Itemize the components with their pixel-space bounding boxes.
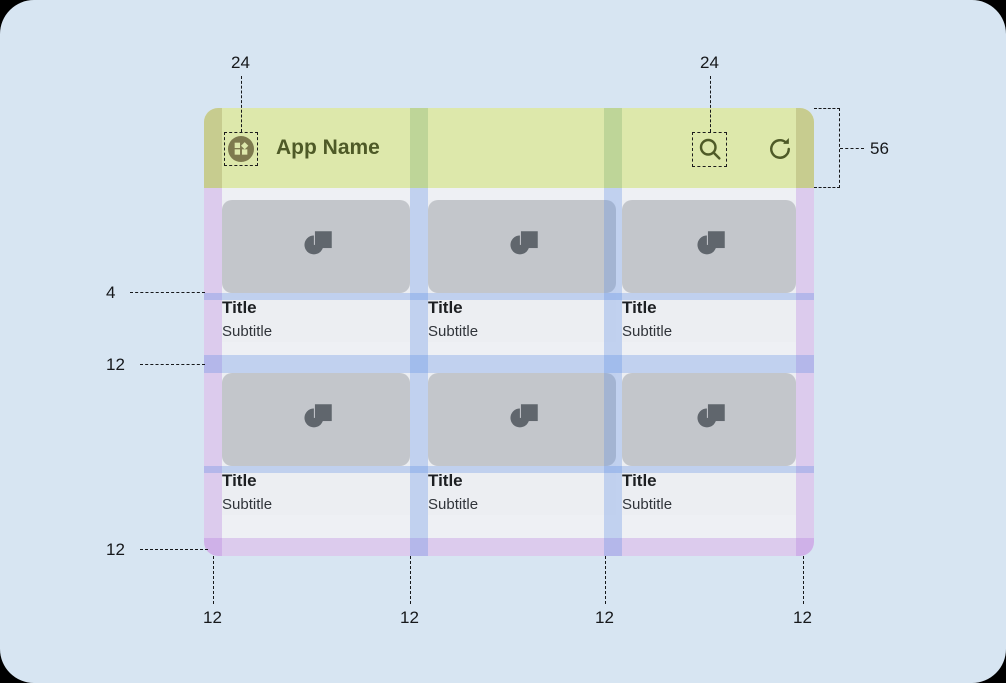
- card-text: Title Subtitle: [622, 297, 796, 343]
- gutter-2-overlay: [604, 188, 622, 556]
- gutter-1-overlay: [410, 188, 428, 556]
- card-subtitle: Subtitle: [222, 496, 273, 513]
- leader-gutter-mid-1: [410, 556, 411, 604]
- card-image: [622, 373, 796, 466]
- app-title: App Name: [276, 136, 380, 159]
- card-grid: Title Subtitle Title Subtitle: [204, 188, 814, 556]
- image-placeholder-icon: [304, 403, 332, 427]
- leader-gutter-left: [213, 556, 214, 604]
- card-text: Title Subtitle: [222, 297, 410, 343]
- padding-right-overlay: [796, 188, 814, 556]
- widgets-icon: [234, 142, 249, 155]
- card-image: [222, 373, 410, 466]
- leader-row-gap: [140, 364, 205, 365]
- annotation-menu-target: 24: [231, 53, 250, 72]
- refresh-icon: [770, 138, 790, 159]
- card-title: Title: [222, 298, 257, 317]
- card-title: Title: [222, 471, 257, 490]
- refresh-button[interactable]: [766, 135, 794, 163]
- list-item[interactable]: Title Subtitle: [222, 200, 410, 342]
- image-placeholder-icon: [697, 403, 725, 427]
- device-frame: App Name: [204, 108, 814, 556]
- card-image: [222, 200, 410, 293]
- list-item[interactable]: Title Subtitle: [622, 373, 796, 515]
- card-title: Title: [622, 471, 657, 490]
- image-title-gap-overlay-row1: [204, 293, 814, 300]
- card-subtitle: Subtitle: [428, 496, 479, 513]
- annotation-gutter-mid-1: 12: [400, 608, 419, 627]
- annotation-bottom-padding: 12: [106, 540, 125, 559]
- image-placeholder-icon: [697, 230, 725, 254]
- card-text: Title Subtitle: [428, 470, 616, 516]
- card-title: Title: [428, 471, 463, 490]
- annotation-image-title-gap: 4: [106, 283, 116, 302]
- annotation-appbar-height: 56: [870, 139, 889, 158]
- image-title-gap-overlay-row2: [204, 466, 814, 473]
- appbar-padding-left-overlay: [204, 108, 222, 188]
- card-text: Title Subtitle: [622, 470, 796, 516]
- image-placeholder-icon: [304, 230, 332, 254]
- leader-bottom-padding: [140, 549, 208, 550]
- leader-image-title-gap: [130, 292, 205, 293]
- image-placeholder-icon: [510, 403, 538, 427]
- card-image: [428, 373, 616, 466]
- card-title: Title: [428, 298, 463, 317]
- card-title: Title: [622, 298, 657, 317]
- list-item[interactable]: Title Subtitle: [428, 373, 616, 515]
- card-subtitle: Subtitle: [222, 323, 273, 340]
- card-subtitle: Subtitle: [622, 496, 673, 513]
- search-icon: [699, 138, 721, 160]
- leader-gutter-mid-2: [605, 556, 606, 604]
- annotation-gutter-right: 12: [793, 608, 812, 627]
- leader-search-target: [710, 76, 711, 132]
- card-subtitle: Subtitle: [622, 323, 673, 340]
- app-bar: App Name: [204, 108, 814, 188]
- leader-appbar-height: [840, 148, 864, 149]
- list-item[interactable]: Title Subtitle: [622, 200, 796, 342]
- card-text: Title Subtitle: [428, 297, 616, 343]
- list-item[interactable]: Title Subtitle: [222, 373, 410, 515]
- padding-bottom-overlay: [204, 538, 814, 556]
- annotation-gutter-left: 12: [203, 608, 222, 627]
- appbar-gutter-1-overlay: [410, 108, 428, 188]
- annotation-search-target: 24: [700, 53, 719, 72]
- annotation-row-gap: 12: [106, 355, 125, 374]
- leader-menu-target: [241, 76, 242, 132]
- card-image: [428, 200, 616, 293]
- padding-left-overlay: [204, 188, 222, 556]
- card-subtitle: Subtitle: [428, 323, 479, 340]
- card-text: Title Subtitle: [222, 470, 410, 516]
- row-gap-overlay: [204, 355, 814, 373]
- search-touch-target-box: [692, 132, 727, 167]
- appbar-gutter-2-overlay: [604, 108, 622, 188]
- menu-button[interactable]: [228, 136, 254, 162]
- dimension-bracket-appbar-height: [814, 108, 840, 188]
- search-button[interactable]: [696, 135, 724, 163]
- appbar-padding-right-overlay: [796, 108, 814, 188]
- list-item[interactable]: Title Subtitle: [428, 200, 616, 342]
- menu-touch-target-box: [224, 132, 258, 166]
- leader-gutter-right: [803, 556, 804, 604]
- annotation-gutter-mid-2: 12: [595, 608, 614, 627]
- image-placeholder-icon: [510, 230, 538, 254]
- card-image: [622, 200, 796, 293]
